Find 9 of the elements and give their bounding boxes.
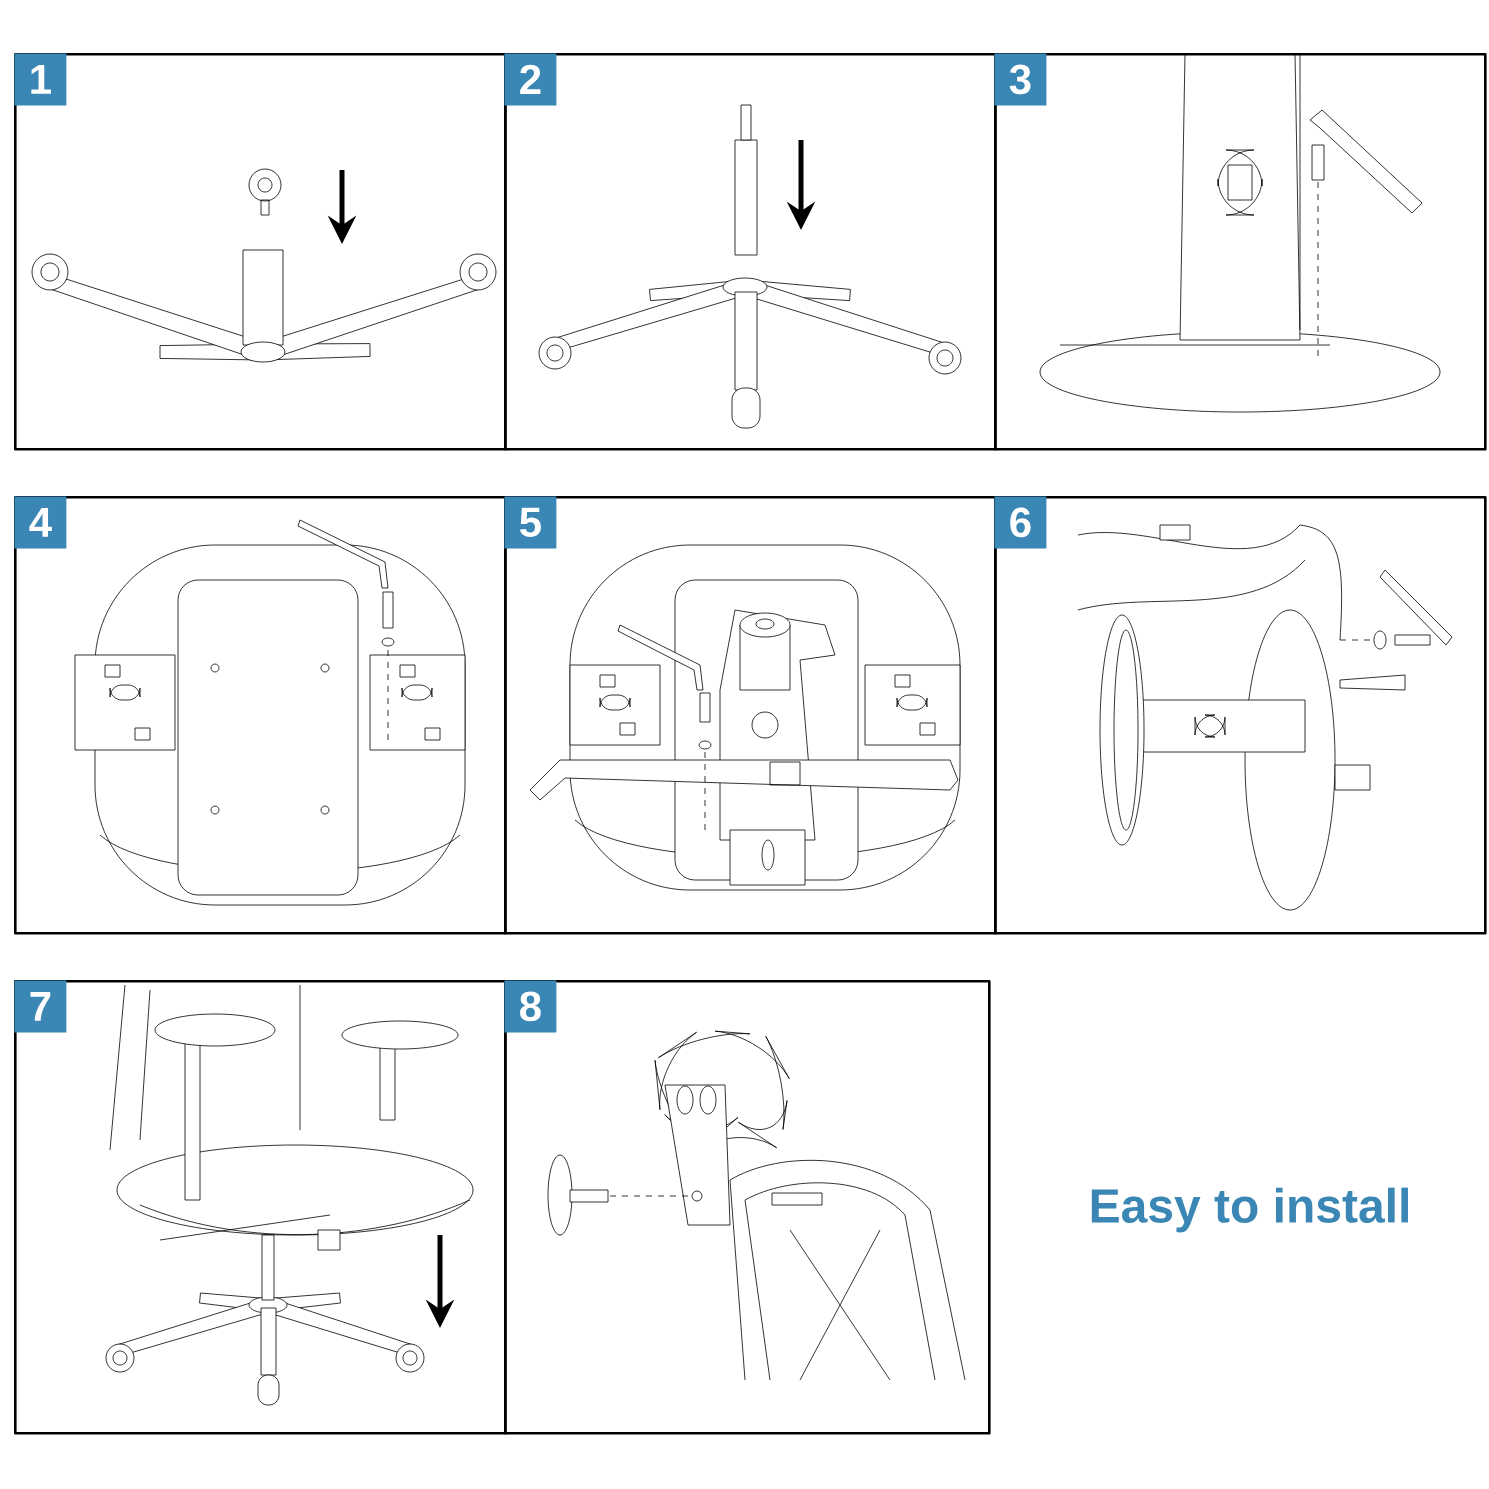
heading: Easy to install	[1091, 1187, 1408, 1233]
step-panel: 7	[14, 980, 507, 1435]
step-panel: 6	[994, 496, 1487, 935]
step-panel: 2	[504, 53, 997, 451]
step-panel: 8	[504, 980, 991, 1435]
step-panel: 4	[14, 496, 507, 935]
step-panel: 3	[994, 53, 1487, 451]
step-panel: 1	[14, 53, 507, 451]
step-panel: 5	[504, 496, 997, 935]
